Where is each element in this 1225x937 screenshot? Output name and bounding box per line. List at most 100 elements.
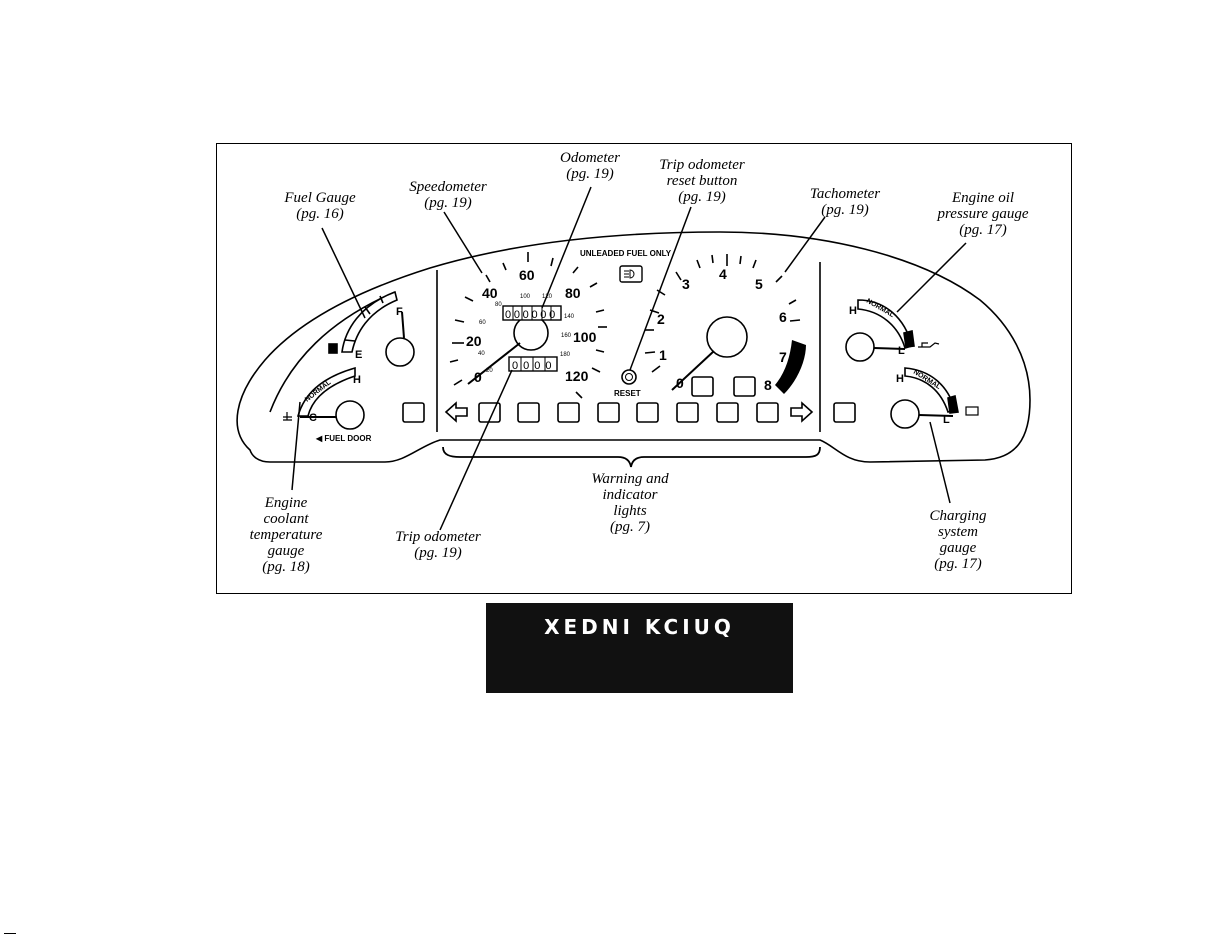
kmh-label: 120 [542,294,553,300]
indicator-light [756,402,779,423]
tachometer-leader [784,216,826,273]
fuel-gauge-label: Fuel Gauge (pg. 16) [284,190,356,222]
coolant-hot-label: H [353,374,361,386]
coolant-icon [283,412,292,421]
oil-low-label: L [898,345,905,357]
tach-label-1: 1 [659,347,667,363]
charging-gauge [890,367,979,429]
charging-needle [918,414,954,417]
coolant-leader [291,401,301,491]
charging-leader [929,421,951,504]
kmh-label: 40 [478,351,485,357]
coolant-normal-label: NORMAL [304,379,333,404]
tach-label-2: 2 [657,311,665,327]
indicator-light [691,376,714,397]
unleaded-fuel-notice: UNLEADED FUEL ONLY [580,249,672,258]
oil-pressure-label: Engine oil pressure gauge (pg. 17) [937,190,1029,238]
coolant-gauge [283,366,365,430]
indicator-light [597,402,620,423]
oil-leader [896,242,967,313]
indicator-light [733,376,756,397]
headlamp-icon [624,269,635,279]
battery-icon [965,406,979,416]
fuel-gauge [328,290,415,367]
charging-gauge-hub [890,399,920,429]
oil-can-icon [918,342,940,348]
warning-lights-brace [442,446,821,468]
indicator-light [716,402,739,423]
speed-label-40: 40 [482,285,498,301]
trip-reset-label: Trip odometer reset button (pg. 19) [659,157,745,205]
tachometer-hub [706,316,748,358]
charging-label: Charging system gauge (pg. 17) [929,508,987,572]
speedometer-leader [443,211,483,274]
indicator-light [676,402,699,423]
fuel-empty-label: E [355,349,362,361]
speed-label-0: 0 [474,369,482,385]
tach-label-3: 3 [682,276,690,292]
page-corner-mark [4,933,16,934]
tach-label-4: 4 [719,266,727,282]
kmh-label: 60 [479,320,486,326]
kmh-label: 20 [486,368,493,374]
coolant-label: Engine coolant temperature gauge (pg. 18… [249,495,323,575]
odometer-display: 000000 [502,305,562,321]
quick-index-banner: XEDNI KCIUQ [486,603,793,693]
charging-high-label: H [896,373,904,385]
charging-low-label: L [943,414,950,426]
oil-high-label: H [849,305,857,317]
tach-label-8: 8 [764,377,772,393]
diagram-frame [216,143,1072,594]
oil-pressure-gauge [845,299,940,362]
indicator-light [636,402,659,423]
tach-label-0: 0 [676,375,684,391]
fuel-leader [321,227,366,319]
speed-label-120: 120 [565,368,589,384]
leader-lines [291,186,967,531]
tachometer-callout-label: Tachometer (pg. 19) [809,186,881,218]
fuel-pump-icon [328,343,338,354]
coolant-gauge-hub [335,400,365,430]
kmh-label: 160 [561,333,572,339]
left-turn-signal-icon [444,401,468,423]
fuel-door-label: ◀ FUEL DOOR [315,434,372,443]
tachometer-face [671,316,806,394]
kmh-label: 100 [520,294,531,300]
headlamp-indicator [619,265,643,283]
trip-leader [439,369,513,531]
coolant-cold-label: C [309,412,317,424]
trip-digits: 0000 [512,360,556,372]
reset-leader [629,206,692,371]
speed-label-80: 80 [565,285,581,301]
cluster-housing [236,231,1031,463]
kmh-label: 80 [495,302,502,308]
odometer-label: Odometer (pg. 19) [560,150,620,182]
indicator-light [833,402,856,423]
tach-label-7: 7 [779,349,787,365]
odometer-digits: 000000 [505,309,558,321]
warning-lights-row [402,376,856,423]
right-turn-signal-icon [790,401,814,423]
speed-label-60: 60 [519,267,535,283]
oil-gauge-hub [845,332,875,362]
speed-label-20: 20 [466,333,482,349]
odometer-leader [541,186,592,309]
kmh-label: 140 [564,314,575,320]
reset-label: RESET [614,389,641,398]
fuel-gauge-hub [385,337,415,367]
tachometer-needle [671,350,715,391]
indicator-light [557,402,580,423]
quick-index-text: XEDNI KCIUQ [544,615,735,639]
charging-normal-label: NORMAL [912,369,942,392]
trip-reset-button[interactable] [621,369,637,385]
kmh-label: 180 [560,352,571,358]
trip-odometer-label: Trip odometer (pg. 19) [395,529,481,561]
fuel-needle [401,311,405,339]
indicator-light [517,402,540,423]
speed-label-100: 100 [573,329,597,345]
warning-lights-label: Warning and indicator lights (pg. 7) [591,471,669,535]
tach-label-6: 6 [779,309,787,325]
speedometer-needle [467,342,521,385]
tachometer-redline [775,340,806,394]
